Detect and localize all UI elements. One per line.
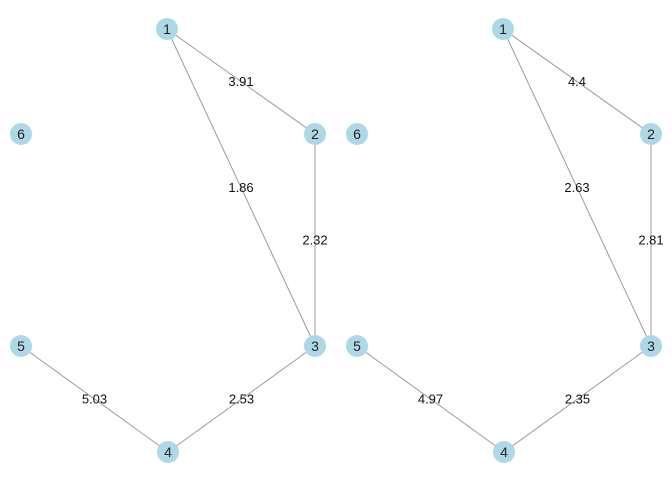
node-circle [346, 335, 368, 357]
edge-label-layer: 4.4 2.63 2.81 2.35 4.97 [418, 74, 664, 407]
edge-weight-label: 4.97 [418, 392, 443, 407]
edge-3-4 [167, 345, 316, 453]
edge-weight-label: 5.03 [82, 392, 107, 407]
edge-weight-label: 3.91 [228, 74, 253, 89]
node-label: 1 [499, 21, 507, 37]
node-circle [492, 18, 514, 40]
node-5: 5 [346, 335, 368, 357]
edge-weight-label: 1.86 [228, 180, 253, 195]
node-label: 5 [17, 338, 25, 354]
node-label: 4 [164, 444, 172, 460]
node-circle [346, 123, 368, 145]
node-label: 6 [353, 126, 361, 142]
node-label: 4 [500, 444, 508, 460]
node-label: 3 [311, 338, 319, 354]
node-circle [10, 123, 32, 145]
right-graph: 4.4 2.63 2.81 2.35 4.97 1 2 3 4 5 6 [346, 18, 664, 463]
node-3: 3 [640, 335, 662, 357]
node-circle [304, 335, 326, 357]
node-layer: 1 2 3 4 5 6 [10, 18, 326, 463]
node-label: 5 [353, 338, 361, 354]
edge-weight-label: 2.63 [564, 180, 589, 195]
node-circle [157, 441, 179, 463]
node-label: 6 [17, 126, 25, 142]
edge-label-layer: 3.91 1.86 2.32 2.53 5.03 [82, 74, 328, 407]
node-4: 4 [493, 441, 515, 463]
edge-1-2 [166, 28, 316, 135]
node-circle [640, 335, 662, 357]
edge-weight-label: 2.81 [638, 233, 663, 248]
edge-1-3 [166, 28, 316, 347]
node-circle [304, 123, 326, 145]
edge-5-4 [356, 345, 505, 453]
node-label: 2 [311, 126, 319, 142]
node-label: 3 [647, 338, 655, 354]
node-2: 2 [304, 123, 326, 145]
node-6: 6 [10, 123, 32, 145]
node-6: 6 [346, 123, 368, 145]
node-circle [10, 335, 32, 357]
edge-weight-label: 2.35 [565, 392, 590, 407]
node-1: 1 [492, 18, 514, 40]
node-2: 2 [640, 123, 662, 145]
edge-1-3 [502, 28, 652, 347]
edge-weight-label: 2.53 [229, 392, 254, 407]
node-3: 3 [304, 335, 326, 357]
edge-3-4 [503, 345, 652, 453]
edge-weight-label: 4.4 [568, 74, 586, 89]
node-circle [640, 123, 662, 145]
node-circle [493, 441, 515, 463]
left-graph: 3.91 1.86 2.32 2.53 5.03 1 2 3 4 5 6 [10, 18, 328, 463]
edge-layer [356, 28, 652, 453]
edge-1-2 [502, 28, 652, 135]
edge-5-4 [20, 345, 169, 453]
node-4: 4 [157, 441, 179, 463]
node-layer: 1 2 3 4 5 6 [346, 18, 662, 463]
node-1: 1 [156, 18, 178, 40]
node-label: 1 [163, 21, 171, 37]
edge-layer [20, 28, 316, 453]
edge-weight-label: 2.32 [302, 233, 327, 248]
node-5: 5 [10, 335, 32, 357]
node-circle [156, 18, 178, 40]
node-label: 2 [647, 126, 655, 142]
